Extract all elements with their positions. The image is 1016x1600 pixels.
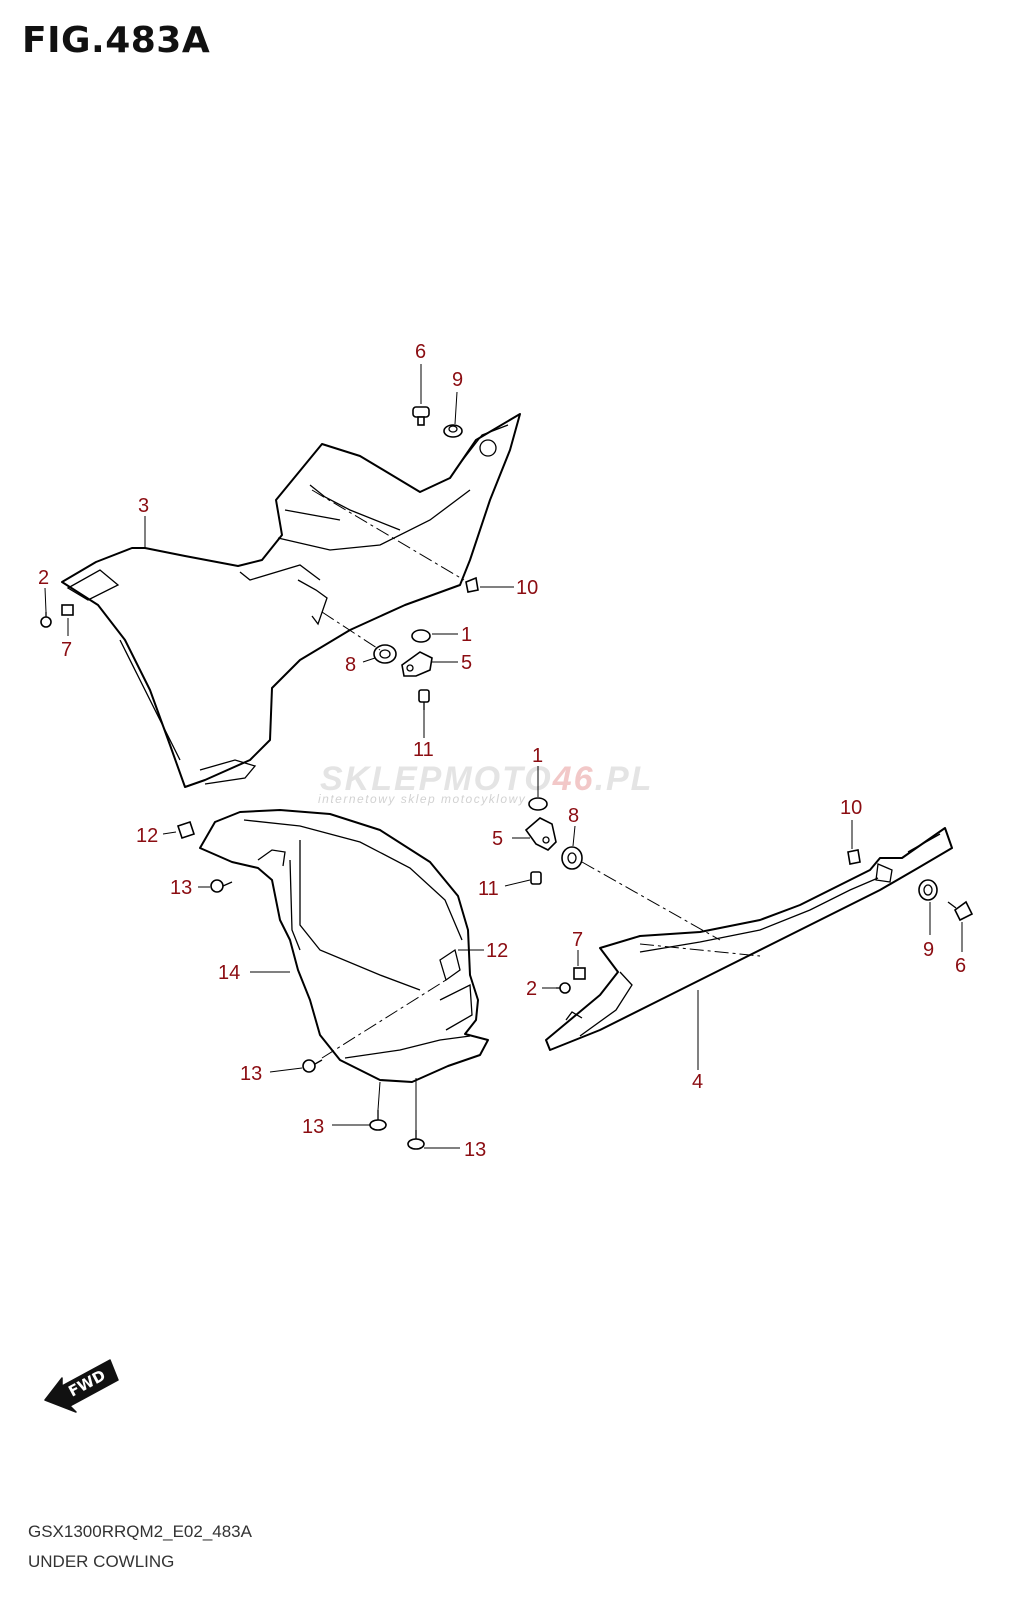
grommet-8-upper[interactable]: [373, 644, 397, 664]
grommet-8-right[interactable]: [561, 846, 583, 870]
callout-7: 7: [572, 929, 583, 951]
callout-12: 12: [486, 940, 508, 962]
nut-1-right[interactable]: [528, 797, 548, 811]
figure-code: GSX1300RRQM2_E02_483A: [28, 1522, 252, 1541]
callouts-right: 1 8 5 11 10 9 6 7 2 4: [478, 745, 966, 1093]
bolt-13-c[interactable]: [369, 1110, 387, 1131]
screw-2-upper[interactable]: [40, 612, 52, 628]
bolt-13-b[interactable]: [302, 1059, 323, 1073]
upper-leader-lines: [44, 364, 514, 738]
callout-7: 7: [61, 639, 72, 661]
callout-12: 12: [136, 825, 158, 847]
callouts-lower-left: 12 13 14 12 13 13 13: [136, 825, 508, 1161]
inner-panel-part-14[interactable]: [199, 809, 489, 1083]
bolt-6-right[interactable]: [947, 900, 974, 922]
callout-9: 9: [452, 369, 463, 391]
callout-1: 1: [532, 745, 543, 767]
bracket-5-upper[interactable]: [401, 651, 433, 677]
nut-1-upper[interactable]: [411, 629, 431, 643]
watermark-tagline: internetowy sklep motocyklowy: [318, 792, 526, 806]
clip-12-a[interactable]: [176, 820, 196, 840]
right-leader-lines: [504, 766, 963, 1070]
screw-11-right[interactable]: [530, 871, 542, 885]
bolt-6-upper[interactable]: [412, 406, 430, 426]
grommet-9-right[interactable]: [918, 879, 938, 901]
callout-2: 2: [526, 978, 537, 1000]
upper-hardware: [40, 406, 479, 710]
callout-10: 10: [840, 797, 862, 819]
figure-name: UNDER COWLING: [28, 1552, 175, 1571]
upper-cowling-part-3[interactable]: [61, 413, 521, 788]
callout-4: 4: [692, 1071, 703, 1093]
callout-13: 13: [240, 1063, 262, 1085]
callout-8: 8: [568, 805, 579, 827]
watermark: SKLEPMOTO46.PL internetowy sklep motocyk…: [318, 760, 653, 806]
callout-3: 3: [138, 495, 149, 517]
clip-10-upper[interactable]: [465, 576, 479, 593]
lower-left-leader-lines: [162, 831, 484, 1149]
callout-6: 6: [955, 955, 966, 977]
callout-11: 11: [413, 739, 434, 761]
svg-text:SKLEPMOTO46.PL: SKLEPMOTO46.PL: [320, 760, 653, 798]
callout-5: 5: [492, 828, 503, 850]
nut-7-upper[interactable]: [61, 604, 74, 616]
watermark-brand-b: 46: [552, 760, 595, 798]
callout-9: 9: [923, 939, 934, 961]
clip-10-right[interactable]: [847, 849, 861, 865]
callout-6: 6: [415, 341, 426, 363]
bolt-13-a[interactable]: [210, 879, 233, 893]
forward-arrow-icon: FWD: [44, 1359, 119, 1413]
callout-10: 10: [516, 577, 538, 599]
callout-11: 11: [478, 878, 499, 900]
right-hardware: [524, 797, 974, 994]
callout-5: 5: [461, 652, 472, 674]
grommet-9-upper[interactable]: [443, 424, 463, 438]
callout-2: 2: [38, 567, 49, 589]
callout-14: 14: [218, 962, 240, 984]
lower-cowling-part-4[interactable]: [545, 827, 953, 1051]
bracket-5-right[interactable]: [524, 817, 557, 851]
watermark-brand-c: .PL: [595, 760, 654, 798]
watermark-brand-a: SKLEPMOTO: [320, 760, 553, 798]
screw-11-upper[interactable]: [418, 689, 430, 710]
figure-title: FIG.483A: [22, 20, 211, 61]
callout-8: 8: [345, 654, 356, 676]
callout-13: 13: [464, 1139, 486, 1161]
nut-7-right[interactable]: [573, 967, 586, 980]
callout-1: 1: [461, 624, 472, 646]
bolt-13-d[interactable]: [407, 1130, 425, 1150]
lower-left-hardware: [176, 820, 425, 1150]
callout-13: 13: [302, 1116, 324, 1138]
callouts-upper: 6 9 3 2 7 10 1 8 5 11: [38, 341, 538, 761]
callout-13: 13: [170, 877, 192, 899]
